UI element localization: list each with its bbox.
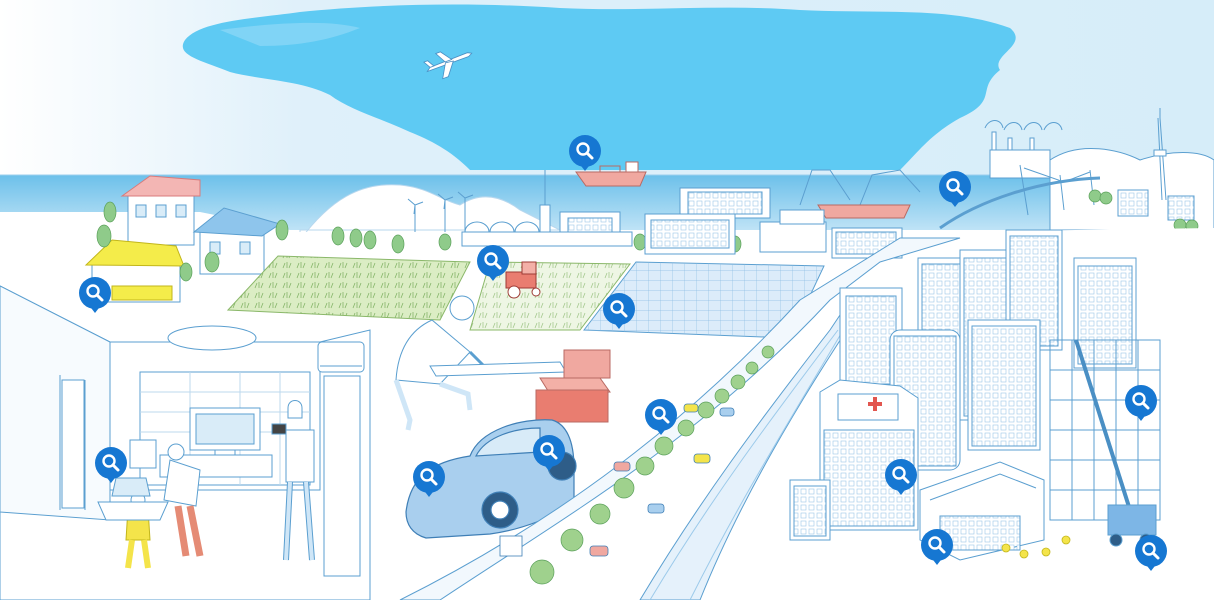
search-icon (603, 293, 635, 329)
airplane-icon (423, 51, 473, 80)
car-illustration (405, 419, 577, 539)
search-icon (79, 277, 111, 313)
search-icon (1135, 535, 1167, 571)
search-hotspot-sea-ship[interactable] (568, 134, 602, 172)
search-hotspot-car-body[interactable] (412, 460, 446, 498)
search-icon (885, 459, 917, 495)
search-hotspot-car-wheel[interactable] (532, 434, 566, 472)
search-hotspot-construction-site[interactable] (1134, 534, 1168, 572)
search-hotspot-residential-house[interactable] (78, 276, 112, 314)
search-icon (1125, 385, 1157, 421)
search-icon (645, 399, 677, 435)
search-hotspot-home-interior[interactable] (94, 446, 128, 484)
search-hotspot-hospital[interactable] (884, 458, 918, 496)
search-icon (477, 245, 509, 281)
tractor-icon (505, 261, 541, 299)
search-icon (569, 135, 601, 171)
search-hotspot-highway-traffic[interactable] (644, 398, 678, 436)
search-icon (939, 171, 971, 207)
search-icon (413, 461, 445, 497)
search-hotspot-coastal-industry[interactable] (938, 170, 972, 208)
search-icon (95, 447, 127, 483)
ship-icon (575, 161, 647, 187)
search-hotspot-construction-crane[interactable] (1124, 384, 1158, 422)
search-icon (921, 529, 953, 565)
search-hotspot-farm-field[interactable] (476, 244, 510, 282)
toolbox-icon (535, 349, 611, 423)
search-icon (533, 435, 565, 471)
search-hotspot-factory-building[interactable] (920, 528, 954, 566)
search-hotspot-solar-farm[interactable] (602, 292, 636, 330)
